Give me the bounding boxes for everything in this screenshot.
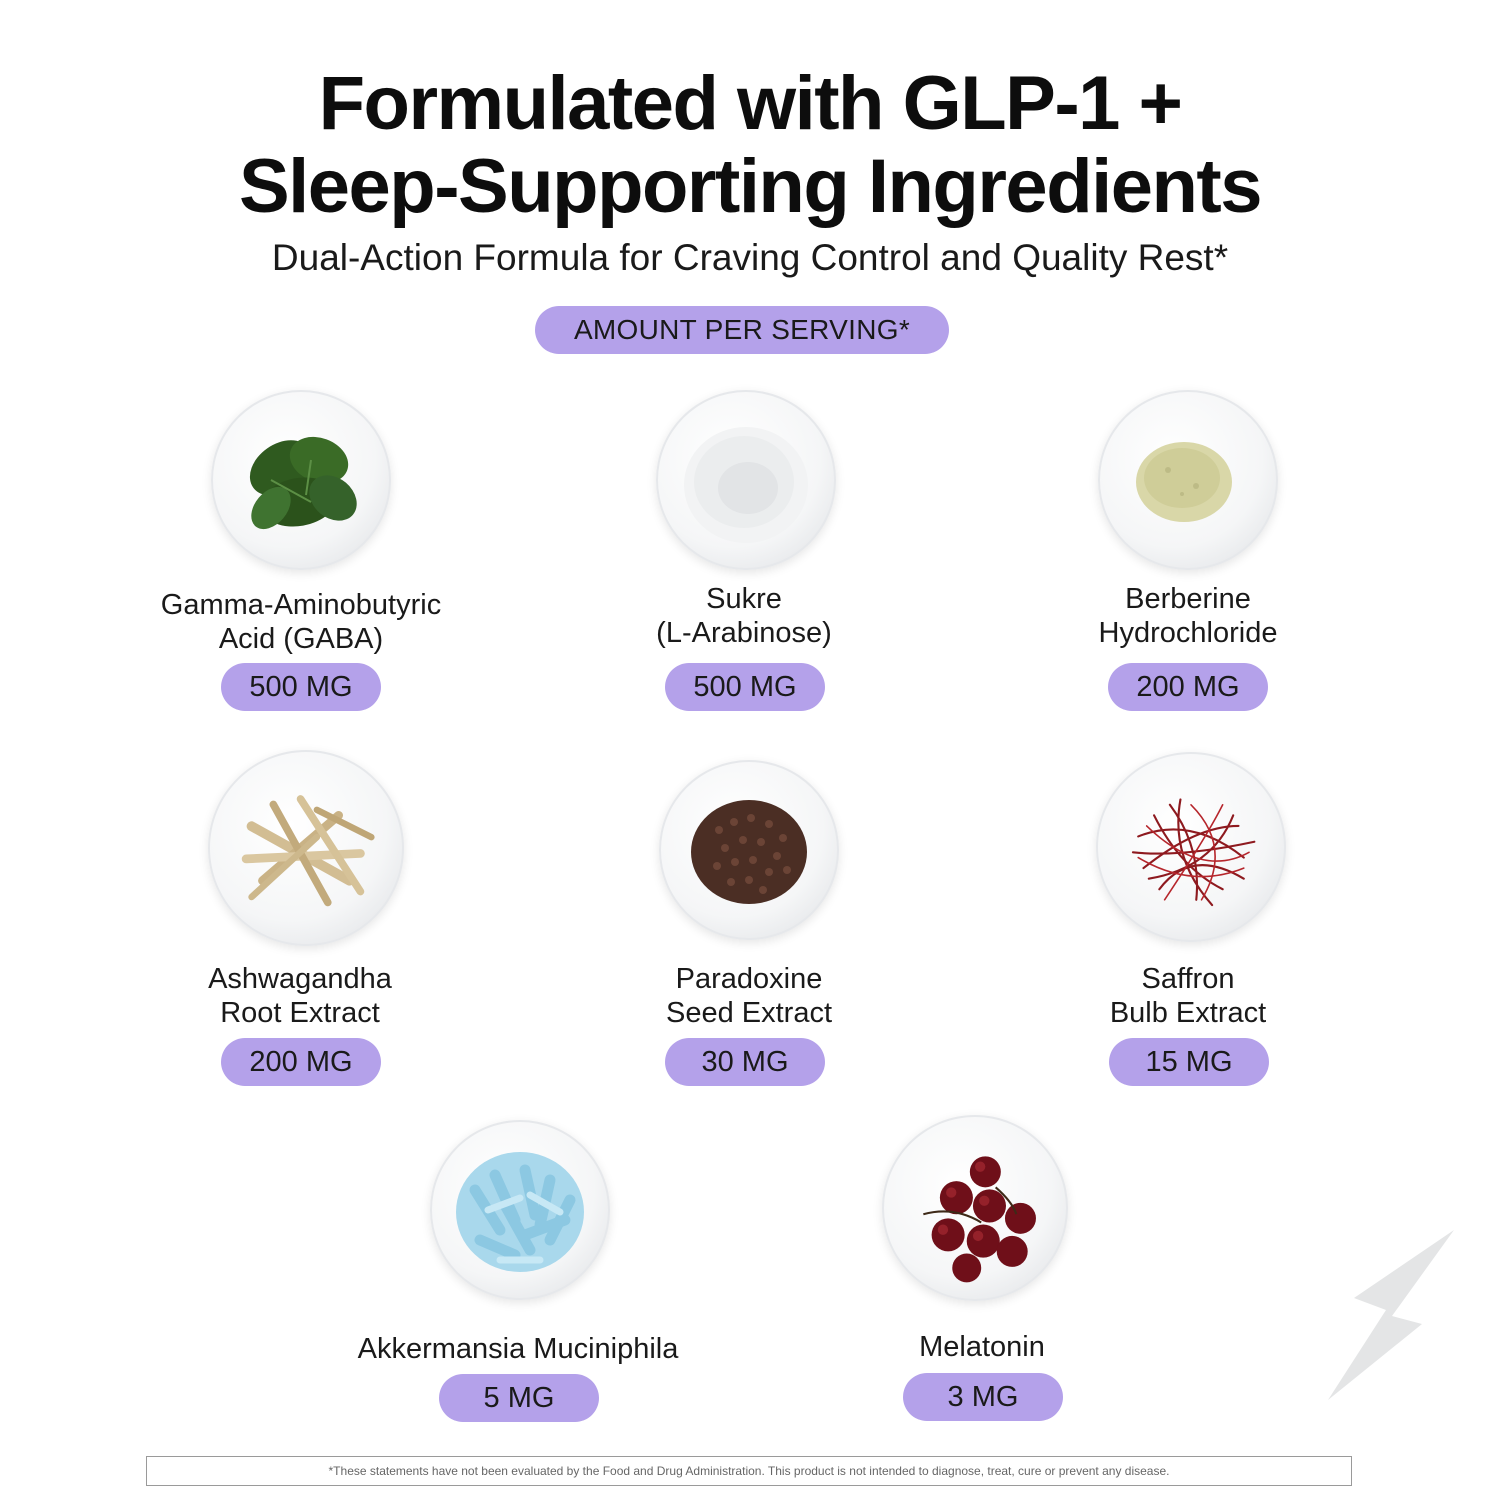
ingredient-name: Ashwagandha Root Extract <box>208 963 392 1029</box>
title-line-2: Sleep-Supporting Ingredients <box>238 144 1263 229</box>
dose-badge: 3 MG <box>903 1373 1063 1421</box>
ingredient-name: Gamma-Aminobutyric Acid (GABA) <box>160 589 442 655</box>
saffron-threads-icon <box>1096 752 1286 942</box>
ingredient-name: Akkermansia Muciniphila <box>357 1333 679 1365</box>
lightning-bolt-icon <box>1328 1230 1454 1400</box>
dose-badge: 500 MG <box>221 663 381 711</box>
spinach-leaves-icon <box>211 390 391 570</box>
blue-capsules-icon <box>430 1120 610 1300</box>
dose-badge: 5 MG <box>439 1374 599 1422</box>
ingredient-name: Sukre (L-Arabinose) <box>656 583 832 649</box>
ingredient-name: Saffron Bulb Extract <box>1109 963 1267 1029</box>
ingredient-name: Paradoxine Seed Extract <box>665 963 833 1029</box>
ingredient-name: Melatonin <box>919 1331 1045 1363</box>
dose-badge: 15 MG <box>1109 1038 1269 1086</box>
dose-badge: 30 MG <box>665 1038 825 1086</box>
roots-icon <box>208 750 404 946</box>
dose-badge: 200 MG <box>1108 663 1268 711</box>
yellow-powder-icon <box>1098 390 1278 570</box>
dose-badge: 200 MG <box>221 1038 381 1086</box>
cherries-icon <box>882 1115 1068 1301</box>
amount-per-serving-badge: AMOUNT PER SERVING* <box>535 306 949 354</box>
dose-badge: 500 MG <box>665 663 825 711</box>
ingredient-name: Berberine Hydrochloride <box>1098 583 1278 649</box>
title-line-1: Formulated with GLP-1 + <box>318 61 1183 146</box>
page-title: Formulated with GLP-1 + Sleep-Supporting… <box>0 62 1500 228</box>
page-subtitle: Dual-Action Formula for Craving Control … <box>271 237 1229 278</box>
fda-disclaimer: *These statements have not been evaluate… <box>146 1456 1352 1486</box>
white-powder-icon <box>656 390 836 570</box>
seeds-icon <box>659 760 839 940</box>
